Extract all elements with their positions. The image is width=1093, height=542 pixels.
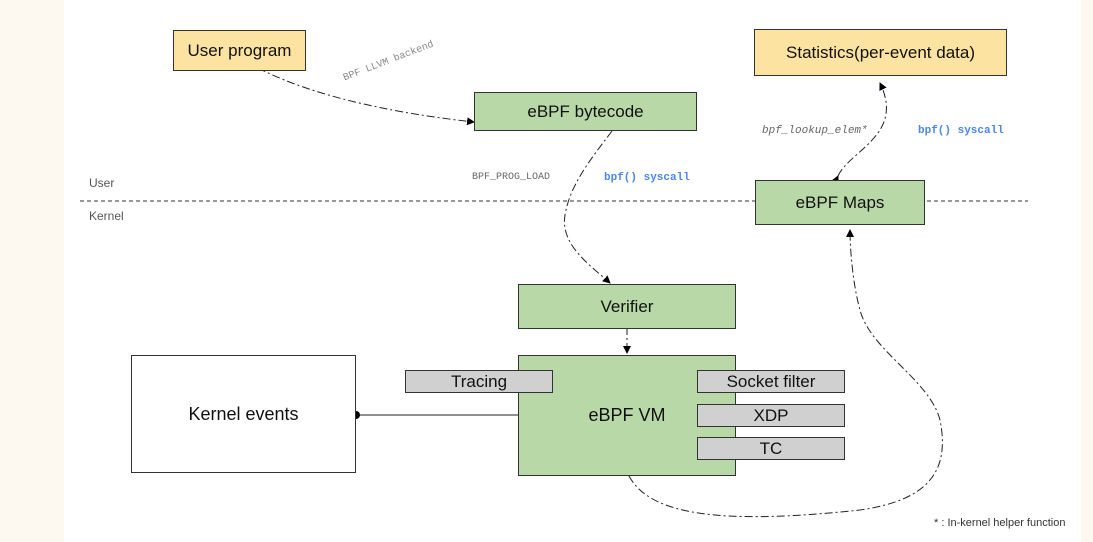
ebpf-bytecode-box: eBPF bytecode — [474, 92, 697, 131]
verifier-box: Verifier — [518, 284, 736, 329]
tc-hook: TC — [697, 437, 845, 460]
lookup-elem-label: bpf_lookup_elem* — [762, 125, 868, 137]
user-space-label: User — [89, 176, 115, 190]
footnote: * : In-kernel helper function — [934, 517, 1066, 529]
maps-syscall-arrow — [831, 82, 887, 185]
bpf-syscall-maps-label: bpf() syscall — [918, 125, 1004, 137]
prog-load-label: BPF_PROG_LOAD — [472, 172, 551, 183]
kernel-space-label: Kernel — [89, 209, 124, 223]
socket-filter-hook: Socket filter — [697, 370, 845, 393]
user-program-box: User program — [173, 30, 306, 71]
statistics-box: Statistics(per-event data) — [754, 29, 1007, 76]
helper-loop-arrow — [622, 229, 943, 518]
llvm-arrow — [257, 67, 475, 126]
ebpf-maps-box: eBPF Maps — [755, 180, 925, 225]
prog-load-arrow — [564, 130, 613, 284]
bpf-syscall-load-label: bpf() syscall — [604, 172, 690, 184]
xdp-hook: XDP — [697, 404, 845, 427]
kernel-events-box: Kernel events — [131, 355, 356, 473]
tracing-hook: Tracing — [405, 370, 553, 393]
